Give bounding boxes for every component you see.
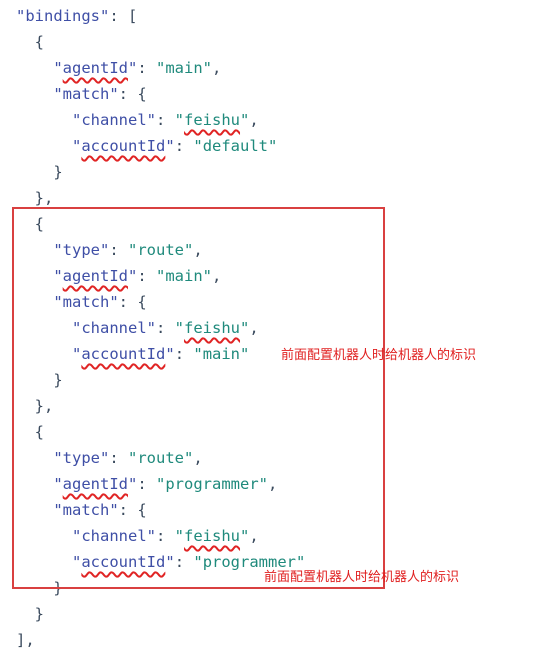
punct-token: ,: [193, 241, 203, 259]
string-token: "main": [156, 267, 213, 285]
punct-token: },: [34, 397, 54, 415]
code-line: ],: [16, 630, 35, 650]
misspelled-word: accountId: [81, 553, 166, 571]
annotation-note: 前面配置机器人时给机器人的标识: [281, 348, 477, 363]
code-line: "bindings": [: [16, 6, 137, 26]
code-line: "type": "route",: [16, 448, 203, 468]
punct-token: }: [34, 605, 45, 623]
key-token: "channel": [72, 111, 156, 129]
code-line: "agentId": "main",: [16, 266, 221, 286]
key-token: "bindings": [16, 7, 110, 25]
key-token: "match": [53, 85, 119, 103]
code-line: "agentId": "programmer",: [16, 474, 277, 494]
annotation-note: 前面配置机器人时给机器人的标识: [264, 570, 460, 585]
key-token: "type": [53, 241, 110, 259]
string-token: "programmer": [156, 475, 268, 493]
punct-token: ,: [249, 319, 259, 337]
string-token: "feishu": [174, 111, 250, 129]
punct-token: :: [156, 319, 175, 337]
string-token: "route": [128, 449, 194, 467]
code-line: "accountId": "default": [16, 136, 277, 156]
code-line: }: [16, 604, 44, 624]
punct-token: :: [156, 111, 175, 129]
code-line: "channel": "feishu",: [16, 526, 259, 546]
highlight-box: [12, 207, 385, 589]
punct-token: : {: [118, 85, 147, 103]
code-line: }: [16, 162, 63, 182]
misspelled-word: feishu: [184, 111, 241, 129]
punct-token: ,: [249, 527, 259, 545]
punct-token: :: [174, 345, 194, 363]
punct-token: ,: [249, 111, 259, 129]
code-line: },: [16, 188, 54, 208]
misspelled-word: feishu: [184, 527, 241, 545]
punct-token: ],: [16, 631, 35, 649]
punct-token: }: [53, 371, 63, 389]
string-token: "programmer": [193, 553, 306, 571]
code-line: },: [16, 396, 54, 416]
punct-token: :: [137, 475, 157, 493]
string-token: "feishu": [174, 527, 250, 545]
string-token: "main": [193, 345, 250, 363]
punct-token: :: [137, 59, 157, 77]
key-token: "accountId": [72, 345, 175, 363]
code-line: "accountId": "programmer": [16, 552, 305, 572]
code-line: "match": {: [16, 84, 147, 104]
code-line: }: [16, 370, 63, 390]
punct-token: :: [109, 241, 128, 259]
code-line: "agentId": "main",: [16, 58, 221, 78]
key-token: "match": [53, 501, 119, 519]
punct-token: :: [156, 527, 175, 545]
misspelled-word: agentId: [62, 475, 128, 493]
string-token: "route": [128, 241, 194, 259]
punct-token: :: [137, 267, 157, 285]
misspelled-word: accountId: [81, 345, 166, 363]
punct-token: {: [34, 33, 45, 51]
punct-token: : {: [118, 501, 147, 519]
code-line: "channel": "feishu",: [16, 110, 259, 130]
punct-token: :: [174, 553, 194, 571]
code-line: {: [16, 214, 44, 234]
punct-token: ,: [212, 59, 222, 77]
punct-token: {: [34, 423, 45, 441]
code-line: {: [16, 422, 44, 442]
string-token: "feishu": [174, 319, 250, 337]
code-line: "type": "route",: [16, 240, 203, 260]
punct-token: ,: [193, 449, 203, 467]
key-token: "match": [53, 293, 119, 311]
punct-token: :: [174, 137, 194, 155]
key-token: "agentId": [53, 475, 138, 493]
punct-token: ,: [212, 267, 222, 285]
code-line: "channel": "feishu",: [16, 318, 259, 338]
code-line: "accountId": "main": [16, 344, 249, 364]
punct-token: :: [109, 449, 128, 467]
punct-token: : [: [109, 7, 138, 25]
key-token: "agentId": [53, 59, 138, 77]
punct-token: },: [34, 189, 54, 207]
string-token: "main": [156, 59, 213, 77]
punct-token: }: [53, 163, 63, 181]
key-token: "accountId": [72, 137, 175, 155]
key-token: "channel": [72, 319, 156, 337]
code-line: "match": {: [16, 500, 147, 520]
key-token: "accountId": [72, 553, 175, 571]
code-line: {: [16, 32, 44, 52]
punct-token: ,: [268, 475, 278, 493]
key-token: "agentId": [53, 267, 138, 285]
key-token: "type": [53, 449, 110, 467]
punct-token: : {: [118, 293, 147, 311]
code-line: "match": {: [16, 292, 147, 312]
punct-token: {: [34, 215, 45, 233]
misspelled-word: accountId: [81, 137, 166, 155]
misspelled-word: agentId: [62, 267, 128, 285]
string-token: "default": [193, 137, 278, 155]
misspelled-word: agentId: [62, 59, 128, 77]
key-token: "channel": [72, 527, 156, 545]
misspelled-word: feishu: [184, 319, 241, 337]
